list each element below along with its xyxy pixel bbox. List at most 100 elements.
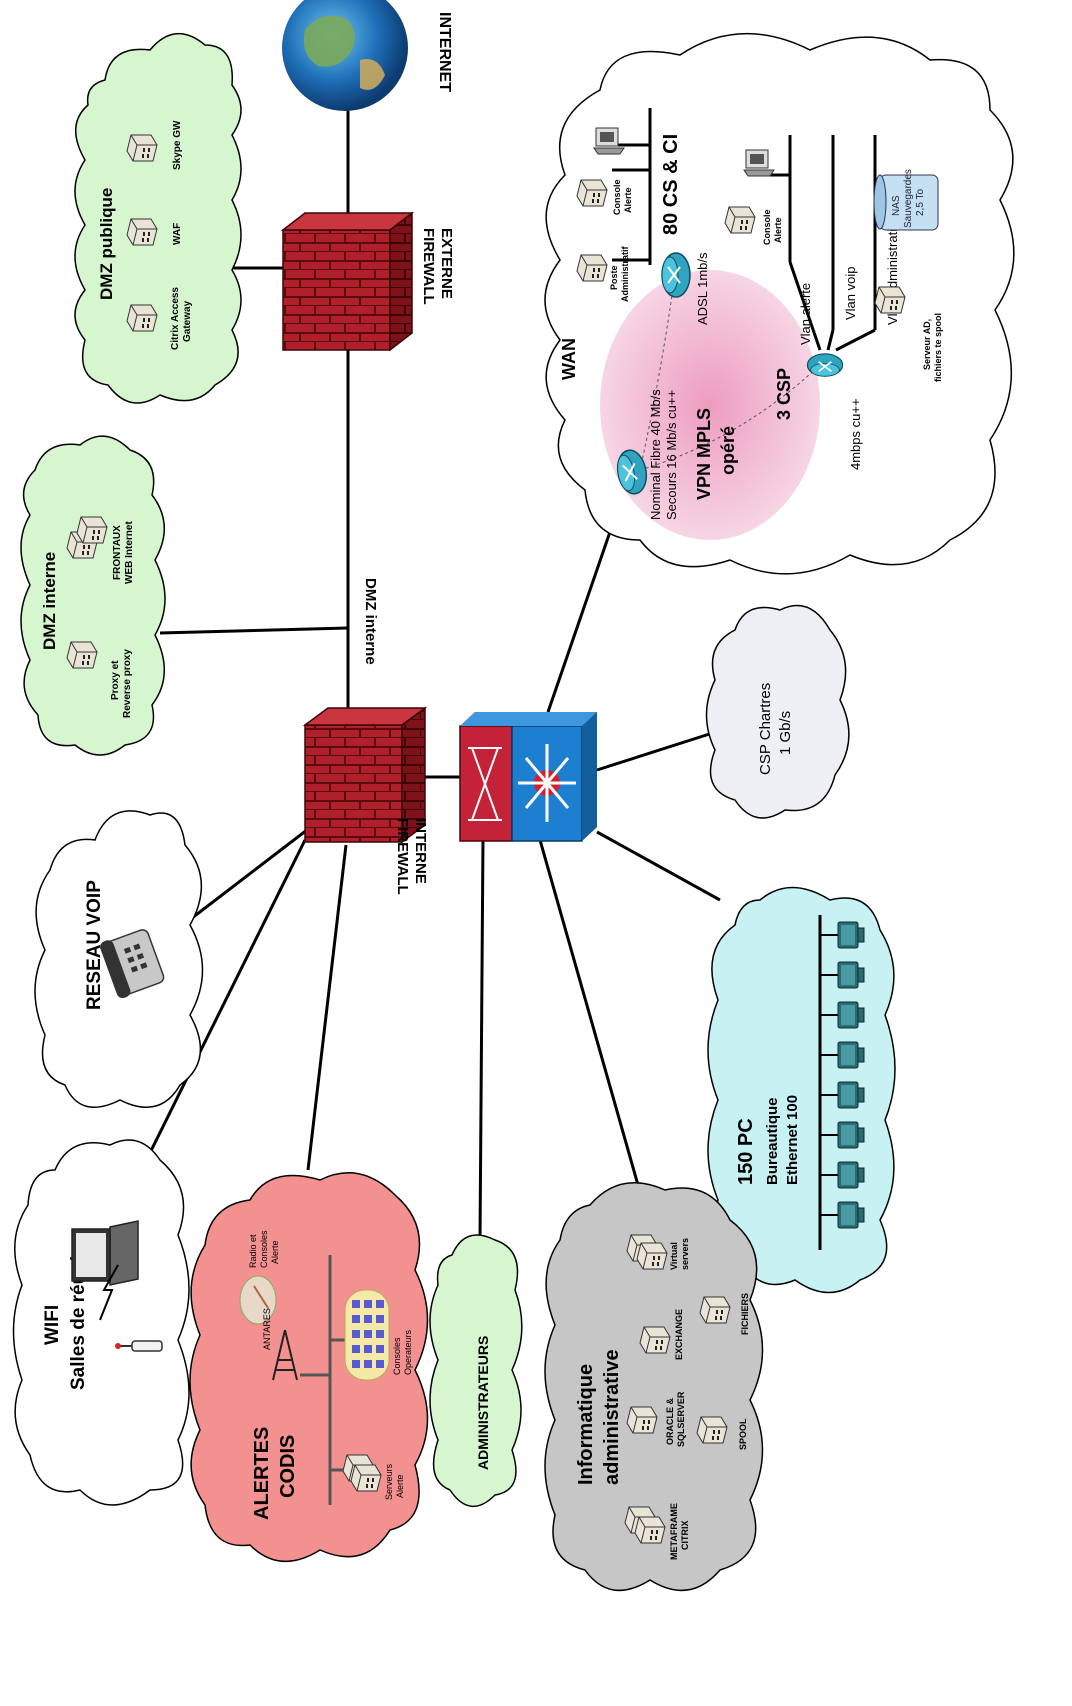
- dmz-interne-server-2: FRONTAUXWEB Internet: [112, 521, 135, 584]
- antenna-icon: [272, 1329, 298, 1381]
- access-point-icon: [115, 1340, 163, 1352]
- mpls-cloud-shape: [600, 270, 820, 540]
- cloud-reseau-voip: RESEAU VOIP: [34, 810, 204, 1108]
- firewall-externe: FIREWALL EXTERNE: [280, 211, 455, 352]
- cloud-dmz-interne: DMZ interne Proxy etReverse proxy FRONTA…: [20, 435, 166, 756]
- server-icon: [724, 206, 756, 234]
- cloud-shape: [544, 1182, 764, 1592]
- server-icon: [696, 1416, 728, 1444]
- wan-console-alerte-1: ConsoleAlerte: [612, 179, 633, 215]
- wan-serveur-ad: Serveur AD,fichiers te spool: [922, 313, 943, 382]
- informatique-server-5: SPOOL: [738, 1418, 748, 1450]
- line-switch-informatique: [538, 839, 640, 1186]
- line-dmz-interne: [159, 626, 349, 635]
- console-icon: [743, 149, 775, 177]
- server-icon: [66, 641, 98, 669]
- pc-row: [820, 921, 865, 1229]
- firewall-interne-line1: FIREWALL: [394, 818, 411, 894]
- internet-label: INTERNET: [436, 12, 453, 92]
- line-firewall-voip: [191, 818, 321, 920]
- console-icon: [593, 127, 625, 155]
- wireless-bolt-icon: [99, 1264, 119, 1321]
- server-icon: [576, 179, 608, 207]
- dmz-publique-server-1: Citrix AccessGateway: [170, 287, 193, 350]
- server-icon: [76, 516, 108, 544]
- line-switch-administrateurs: [478, 837, 485, 1241]
- wan-nominal: Nominal Fibre 40 Mb/sSecours 16 Mb/s cu+…: [648, 389, 679, 520]
- reseau-voip-title: RESEAU VOIP: [84, 880, 105, 1010]
- router-icon: [661, 252, 691, 298]
- firewall-externe-label: FIREWALL EXTERNE: [420, 228, 455, 309]
- server-icon: [634, 1516, 666, 1544]
- informatique-server-1: METAFRAMECITRIX: [669, 1503, 690, 1560]
- cloud-shape: [707, 886, 896, 1294]
- informatique-server-3: EXCHANGE: [674, 1309, 684, 1360]
- wan-poste-admin: PosteAdministratif: [609, 245, 630, 302]
- cloud-administrateurs: ADMINISTRATEURS: [429, 1234, 523, 1507]
- alertes-antares: ANTARES: [262, 1308, 272, 1350]
- router-icon: [806, 352, 844, 378]
- firewall-interne-line2: INTERNE: [412, 818, 429, 884]
- line-firewall-wifi: [138, 839, 307, 1174]
- line-firewall-alertes: [306, 844, 348, 1171]
- server-icon: [874, 286, 906, 314]
- dmz-publique-server-3: Skype GW: [172, 120, 183, 170]
- cloud-wan: WAN Nominal Fibre 40 Mb/sSecours 16 Mb/s…: [544, 33, 1015, 575]
- server-icon: [639, 1326, 671, 1354]
- alertes-serveurs: ServeursAlerte: [384, 1463, 405, 1500]
- firewall-icon: [282, 229, 391, 351]
- dmz-publique-title: DMZ publique: [97, 188, 116, 300]
- server-icon: [636, 1242, 668, 1270]
- informatique-server-4: Virtualservers: [669, 1238, 690, 1270]
- administrateurs-title: ADMINISTRATEURS: [475, 1336, 491, 1470]
- wan-title: WAN: [559, 338, 579, 380]
- informatique-server-6: FICHIERS: [740, 1293, 750, 1335]
- server-icon: [626, 1406, 658, 1434]
- wan-adsl: ADSL 1mb/s: [695, 252, 710, 325]
- line-switch-csp-chartres: [596, 728, 723, 772]
- dmz-interne-server-1: Proxy etReverse proxy: [110, 649, 133, 718]
- core-switch: [459, 712, 597, 842]
- wan-nas: NASSauvegardes2,5 To: [891, 169, 926, 228]
- cloud-shape: [74, 32, 242, 404]
- phone-icon: [100, 929, 165, 999]
- line-switch-150pc: [596, 830, 721, 902]
- informatique-server-2: ORACLE &SQLSERVER: [665, 1391, 686, 1447]
- satellite-icon: [239, 1275, 277, 1325]
- firewall-externe-line1: FIREWALL: [420, 228, 437, 304]
- server-icon: [126, 134, 158, 162]
- server-icon: [126, 304, 158, 332]
- firewall-interne: FIREWALL INTERNE: [302, 706, 429, 899]
- dmz-interne-line-label: DMZ interne: [362, 578, 379, 665]
- cloud-shape: [12, 1139, 190, 1506]
- dmz-publique-server-2: WAF: [172, 223, 183, 245]
- firewall-icon: [304, 724, 403, 843]
- wan-3csp: 3 CSP: [774, 368, 794, 420]
- cloud-shape: [20, 435, 166, 756]
- firewall-interne-label: FIREWALL INTERNE: [394, 818, 429, 899]
- cloud-shape: [429, 1234, 523, 1507]
- server-icon: [699, 1296, 731, 1324]
- alertes-consoles-op: ConsolesOperateurs: [392, 1329, 413, 1375]
- wan-vlan-alerte: Vlan alerte: [798, 283, 813, 345]
- internet-node: INTERNET: [282, 0, 453, 111]
- server-icon: [350, 1464, 382, 1492]
- firewall-externe-line2: EXTERNE: [438, 228, 455, 299]
- connection-lines: [138, 60, 723, 1241]
- wan-80cs: 80 CS & CI: [660, 134, 682, 235]
- nas-icon: [873, 174, 939, 231]
- cloud-shape: [705, 604, 850, 819]
- server-icon: [126, 218, 158, 246]
